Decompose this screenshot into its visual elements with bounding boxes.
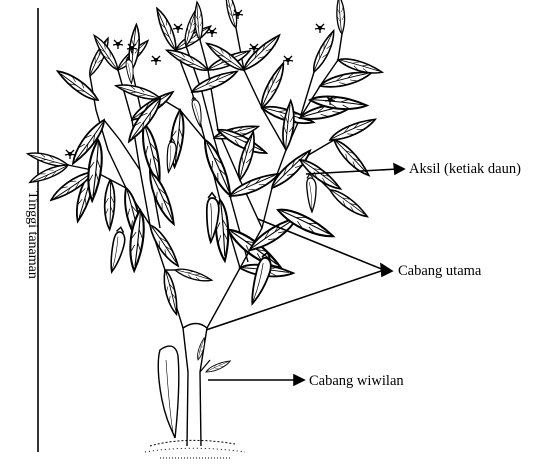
axil-label: Aksil (ketiak daun): [409, 161, 521, 178]
plant-height-label-box: Tinggi tanaman: [2, 175, 62, 295]
water-shoot-label: Cabang wiwilan: [309, 373, 404, 390]
water-shoot-pointer: [208, 375, 304, 385]
ground-soil: [145, 440, 245, 458]
plant-height-label: Tinggi tanaman: [24, 191, 40, 279]
main-branch-label: Cabang utama: [398, 263, 481, 280]
